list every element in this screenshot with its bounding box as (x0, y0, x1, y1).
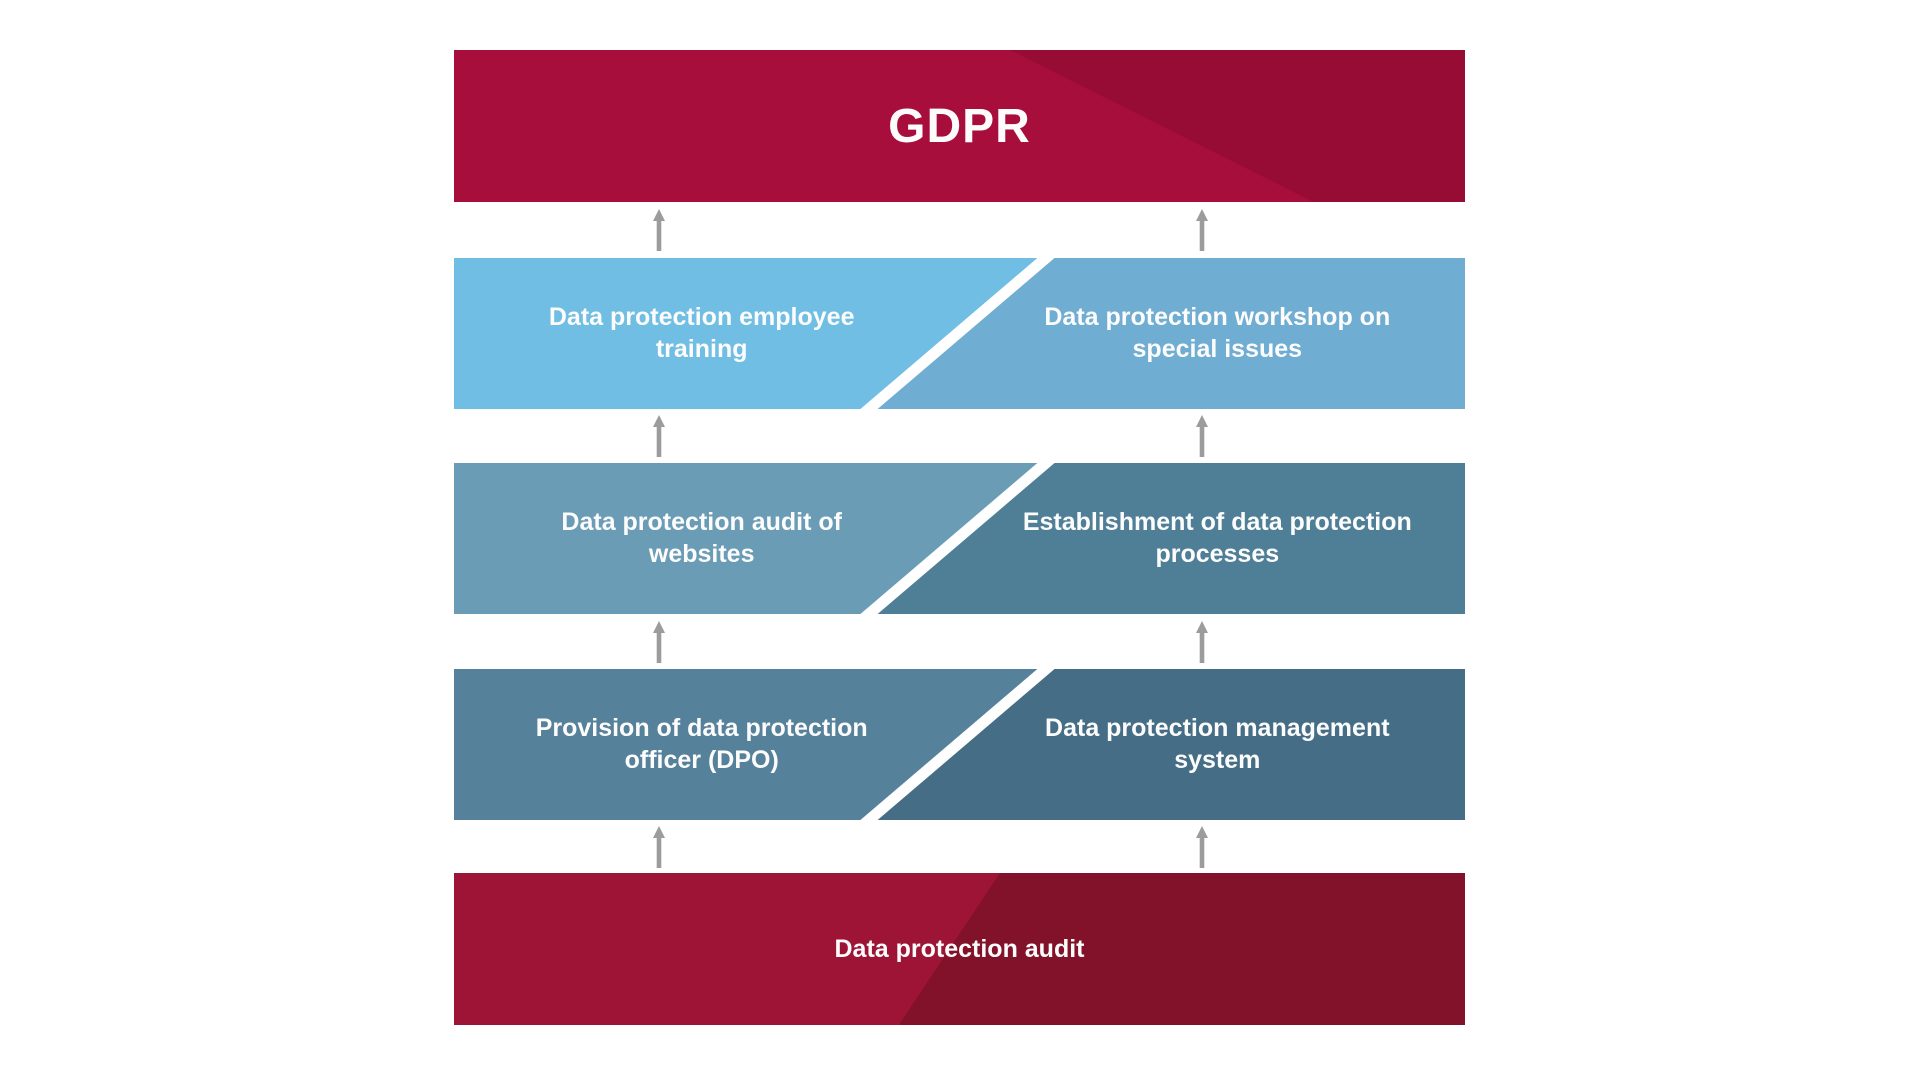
level-training-row: Data protection employee training Data p… (454, 258, 1465, 409)
box-label: Data protection management system (1045, 714, 1390, 774)
up-arrow-icon (1194, 209, 1210, 251)
box-label: Data protection employee training (548, 303, 855, 363)
up-arrow-icon (1194, 415, 1210, 457)
box-label: Provision of data protection officer (DP… (535, 714, 868, 774)
box-employee-training-text: Data protection employee training (454, 258, 949, 409)
box-workshop-special-issues-text: Data protection workshop on special issu… (970, 258, 1465, 409)
up-arrow-icon (651, 209, 667, 251)
box-protection-processes-text: Establishment of data protection process… (970, 463, 1465, 614)
up-arrow-icon (1194, 621, 1210, 663)
box-website-audit-text: Data protection audit of websites (454, 463, 949, 614)
level-dpo-management-row: Provision of data protection officer (DP… (454, 669, 1465, 820)
box-label: Establishment of data protection process… (1022, 508, 1412, 568)
audit-banner-label: Data protection audit (834, 934, 1085, 963)
data-protection-audit-banner: Data protection audit (454, 873, 1465, 1025)
level-audit-processes-row: Data protection audit of websites Establ… (454, 463, 1465, 614)
up-arrow-icon (651, 415, 667, 457)
box-label: Data protection workshop on special issu… (1044, 303, 1391, 363)
up-arrow-icon (651, 621, 667, 663)
box-management-system-text: Data protection management system (970, 669, 1465, 820)
box-label: Data protection audit of websites (561, 508, 842, 568)
up-arrow-icon (651, 826, 667, 868)
up-arrow-icon (1194, 826, 1210, 868)
box-dpo-provision-text: Provision of data protection officer (DP… (454, 669, 949, 820)
gdpr-banner: GDPR (454, 50, 1465, 202)
gdpr-title: GDPR (888, 99, 1031, 153)
